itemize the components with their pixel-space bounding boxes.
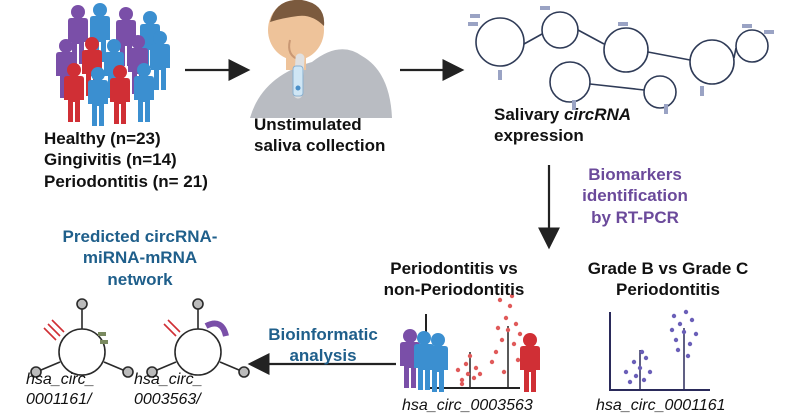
gene-label-0001161: hsa_circ_0001161 [596, 397, 726, 414]
network-gene-2: hsa_circ_ 0003563/ [134, 371, 203, 408]
person-spitting-icon [250, 0, 392, 119]
cohort-periodontitis: Periodontitis (n= 21) [44, 171, 208, 191]
biomarkers-label: Biomarkers identification by RT-PCR [582, 165, 688, 227]
bioinformatic-label: Bioinformatic analysis [268, 325, 378, 366]
flow-arrows [185, 59, 560, 375]
comparison-1-title: Periodontitis vs non-Periodontitis [383, 259, 525, 300]
cohort-gingivitis: Gingivitis (n=14) [44, 150, 177, 170]
cohort-healthy: Healthy (n=23) [44, 129, 161, 148]
scatter-plot-icon [400, 293, 540, 392]
scatter-plot-icon [609, 309, 710, 391]
network-gene-1: hsa_circ_ 0001161/ [26, 371, 95, 408]
expression-label: Salivary circRNA expression [494, 105, 632, 146]
network-title: Predicted circRNA- miRNA-mRNA network [62, 227, 218, 289]
circrna-structure-icon [468, 6, 774, 114]
gene-label-0003563: hsa_circ_0003563 [402, 397, 533, 414]
circrna-network-icon [30, 298, 250, 378]
collection-label: Unstimulated saliva collection [254, 115, 386, 156]
cohort-list: Healthy (n=23) Gingivitis (n=14) Periodo… [44, 128, 208, 192]
people-group-icon [56, 3, 170, 126]
comparison-2-title: Grade B vs Grade C Periodontitis [587, 259, 749, 300]
